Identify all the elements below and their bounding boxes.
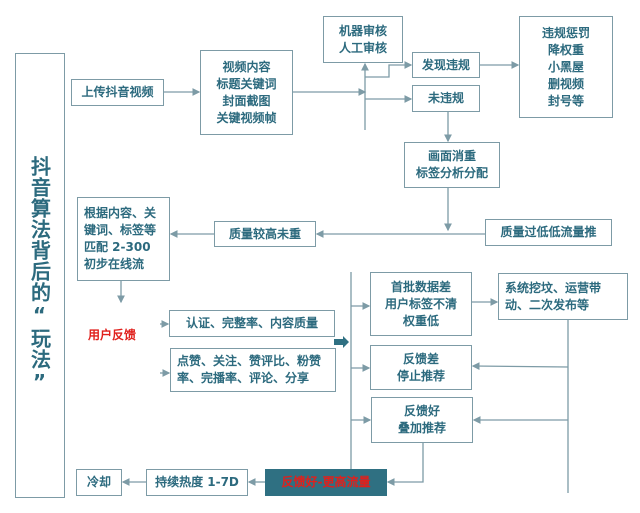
diagram-title: 抖音算法背后的“玩法”	[15, 53, 65, 498]
review-node: 机器审核人工审核	[323, 16, 403, 63]
low-quality-node: 质量过低低流量推	[485, 219, 612, 246]
no-violation-node: 未违规	[412, 85, 480, 112]
auth-node: 认证、完整率、内容质量	[169, 310, 335, 337]
revive-node: 系统挖坟、运营带动、二次发布等	[498, 273, 628, 320]
sustained-heat-node: 持续热度 1-7D	[146, 469, 248, 496]
thick-arrow-icon	[334, 336, 349, 348]
violation-found-node: 发现违规	[412, 52, 480, 78]
more-traffic-node: 反馈好-更高流量	[265, 469, 387, 496]
feedback-good-node: 反馈好叠加推荐	[371, 397, 473, 443]
penalty-node: 违规惩罚降权重小黑屋删视频封号等	[519, 16, 613, 118]
feedback-poor-node: 反馈差停止推荐	[370, 345, 472, 390]
cooldown-node: 冷却	[76, 469, 122, 496]
metrics-node: 点赞、关注、赞评比、粉赞率、完播率、评论、分享	[170, 348, 336, 392]
upload-video-node: 上传抖音视频	[71, 79, 164, 106]
user-feedback-label: 用户反馈	[88, 328, 137, 342]
first-batch-poor-node: 首批数据差用户标签不清权重低	[370, 272, 472, 336]
video-content-node: 视频内容标题关键词封面截图关键视频帧	[200, 50, 293, 135]
high-quality-node: 质量较高未重	[214, 221, 316, 247]
dedup-node: 画面消重标签分析分配	[404, 142, 500, 188]
